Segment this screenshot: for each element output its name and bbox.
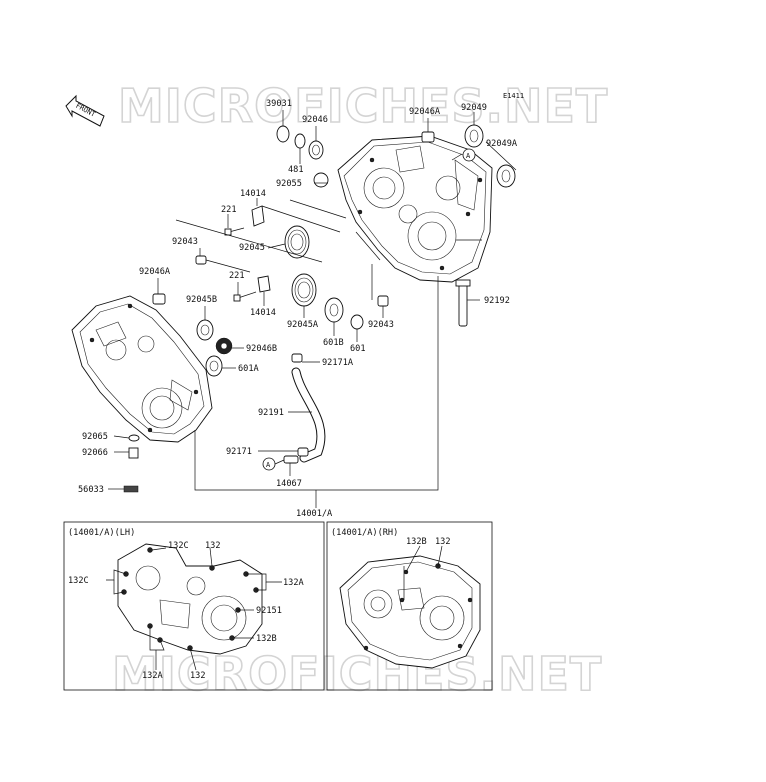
inset-rh-132: 132 bbox=[435, 537, 451, 547]
label-92066: 92066 bbox=[82, 448, 108, 458]
label-92049: 92049 bbox=[461, 103, 487, 113]
bearing-92046A-top bbox=[421, 131, 435, 143]
crankcase-right-half bbox=[337, 135, 493, 283]
hose-92191 bbox=[292, 368, 325, 462]
label-39031: 39031 bbox=[266, 99, 292, 109]
label-92046B: 92046B bbox=[246, 344, 277, 354]
seal-601B bbox=[324, 297, 344, 323]
label-14014-top: 14014 bbox=[240, 189, 266, 199]
seal-601A bbox=[205, 355, 223, 377]
label-92049A: 92049A bbox=[486, 139, 518, 149]
inset-right-hand: (14001/A)(RH) 132B 132 bbox=[326, 521, 493, 691]
inset-lh-132C-top: 132C bbox=[168, 541, 189, 551]
label-221-top: 221 bbox=[221, 205, 237, 215]
label-601B: 601B bbox=[323, 338, 344, 348]
seal-92049 bbox=[464, 124, 484, 148]
inset-lh-92151: 92151 bbox=[256, 606, 282, 616]
seal-39031 bbox=[276, 125, 290, 143]
pin-92043-left bbox=[195, 255, 207, 265]
label-92045A: 92045A bbox=[287, 320, 319, 330]
front-arrow-icon: FRONT bbox=[65, 94, 105, 127]
label-14014-mid: 14014 bbox=[250, 308, 276, 318]
reference-a-bottom: A bbox=[262, 457, 276, 471]
washer-92065 bbox=[128, 434, 140, 442]
bearing-92046B bbox=[215, 337, 233, 355]
stud-92192 bbox=[455, 279, 471, 327]
label-92065: 92065 bbox=[82, 432, 108, 442]
bearing-92045B bbox=[196, 319, 214, 341]
label-92043-right: 92043 bbox=[368, 320, 394, 330]
label-221-mid: 221 bbox=[229, 271, 245, 281]
label-92192: 92192 bbox=[484, 296, 510, 306]
label-92046: 92046 bbox=[302, 115, 328, 125]
bearing-92046A-left bbox=[152, 293, 166, 305]
figure-code: E1411 bbox=[503, 92, 524, 100]
bearing-92045 bbox=[284, 225, 310, 259]
seal-92049A bbox=[496, 164, 516, 188]
leader-lines bbox=[108, 110, 517, 508]
clamp-92171 bbox=[297, 447, 309, 457]
inset-lh-title: (14001/A)(LH) bbox=[68, 528, 135, 538]
inset-left-hand: (14001/A)(LH) 132C 132 132C 1 bbox=[63, 521, 325, 691]
svg-text:A: A bbox=[466, 152, 471, 160]
reference-a-top: A bbox=[462, 148, 476, 162]
label-92055: 92055 bbox=[276, 179, 302, 189]
fitting-14067 bbox=[283, 455, 299, 464]
label-92043-left: 92043 bbox=[172, 237, 198, 247]
plate-14014-mid bbox=[257, 275, 271, 293]
label-601: 601 bbox=[350, 344, 366, 354]
plug-92066 bbox=[128, 447, 139, 459]
inset-lh-132B: 132B bbox=[256, 634, 277, 644]
label-92171A: 92171A bbox=[322, 358, 354, 368]
watermark-top: MICROFICHES.NET bbox=[118, 79, 608, 133]
inset-rh-132B: 132B bbox=[406, 537, 427, 547]
bolt-221-top bbox=[224, 227, 245, 236]
svg-text:A: A bbox=[266, 461, 271, 469]
inset-lh-132-bottom: 132 bbox=[190, 671, 206, 681]
label-92046A-top: 92046A bbox=[409, 107, 441, 117]
bearing-92046 bbox=[308, 140, 324, 160]
seal-601 bbox=[350, 314, 364, 330]
label-601A: 601A bbox=[238, 364, 260, 374]
label-92045B: 92045B bbox=[186, 295, 217, 305]
label-56033 bbox=[123, 485, 139, 493]
inset-lh-132C-left: 132C bbox=[68, 576, 89, 586]
bearing-92045A bbox=[291, 273, 317, 307]
label-92046A-left: 92046A bbox=[139, 267, 171, 277]
label-92171: 92171 bbox=[226, 447, 252, 457]
inset-rh-title: (14001/A)(RH) bbox=[331, 528, 398, 538]
ring-481 bbox=[294, 133, 306, 149]
bolt-221-mid bbox=[233, 291, 257, 302]
inset-lh-132-top: 132 bbox=[205, 541, 221, 551]
crankcase-left-half bbox=[71, 295, 213, 443]
label-92191: 92191 bbox=[258, 408, 284, 418]
watermark-bottom: MICROFICHES.NET bbox=[112, 647, 602, 701]
pin-92043-right bbox=[377, 295, 389, 307]
label-56033: 56033 bbox=[78, 485, 104, 495]
oring-92055 bbox=[313, 172, 329, 188]
label-92045: 92045 bbox=[239, 243, 265, 253]
clamp-92171A bbox=[291, 353, 303, 363]
inset-lh-132A-bottom: 132A bbox=[142, 671, 164, 681]
inset-lh-132A-right: 132A bbox=[283, 578, 305, 588]
label-14001A: 14001/A bbox=[296, 509, 333, 519]
label-14067: 14067 bbox=[276, 479, 302, 489]
label-481: 481 bbox=[288, 165, 304, 175]
plate-14014-top bbox=[251, 205, 265, 227]
